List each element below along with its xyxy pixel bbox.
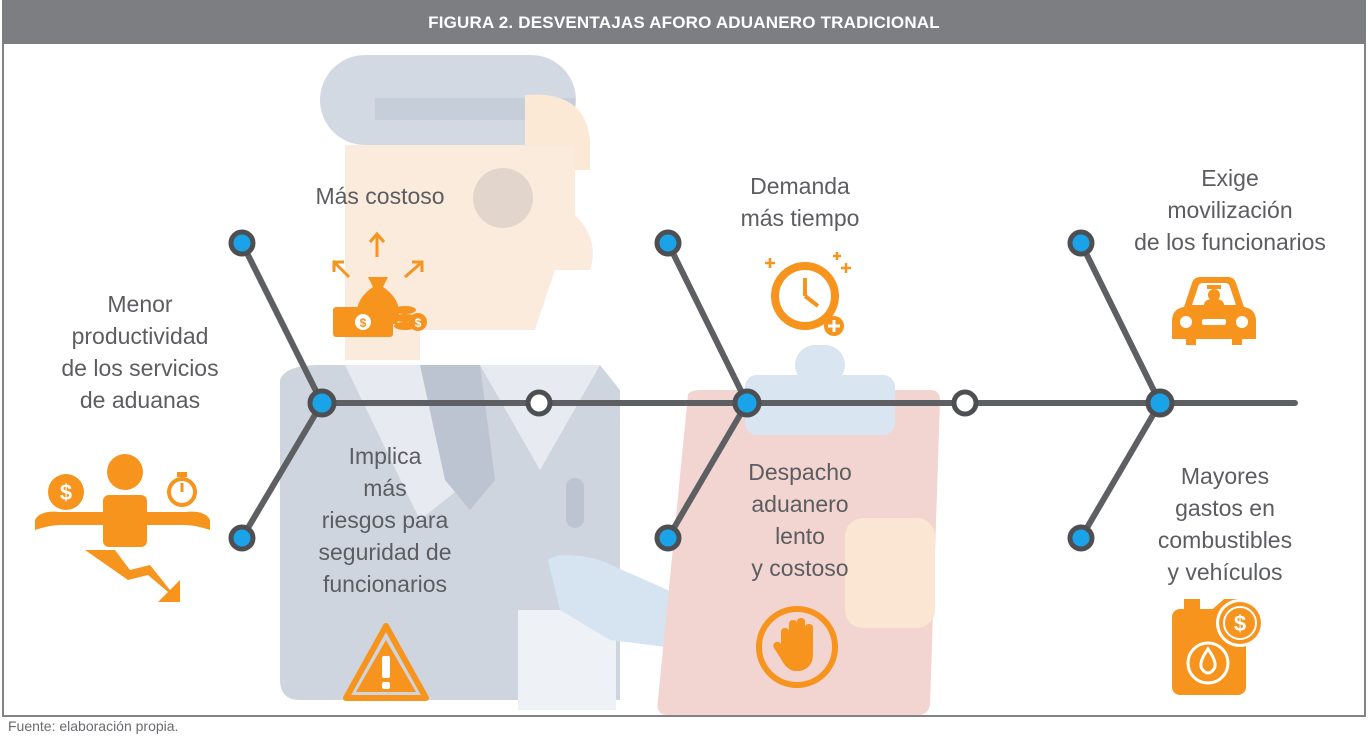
- node-lower-1: [228, 524, 256, 552]
- fishbone-nodes: [228, 229, 1175, 552]
- node-spine-3: [1145, 388, 1175, 418]
- label-mayores-gastos: Mayores gastos en combustibles y vehícul…: [1157, 463, 1293, 585]
- node-spine-open-1: [525, 389, 553, 417]
- officer-car-icon: [1172, 277, 1256, 345]
- node-upper-2: [654, 229, 682, 257]
- declining-productivity-icon: $: [35, 454, 210, 602]
- money-bag-cost-icon: $ $: [332, 232, 427, 337]
- svg-text:$: $: [360, 316, 367, 330]
- node-spine-2: [732, 388, 762, 418]
- node-lower-3: [1067, 524, 1095, 552]
- label-mas-costoso: Más costoso: [315, 183, 445, 209]
- stop-hand-icon: [756, 606, 838, 688]
- clock-plus-icon: [765, 252, 851, 336]
- figure-title: FIGURA 2. DESVENTAJAS AFORO ADUANERO TRA…: [2, 0, 1366, 44]
- label-menor-productividad: Menor productividad de los servicios de …: [61, 291, 219, 413]
- warning-triangle-icon: [343, 623, 429, 701]
- figure-frame: [2, 0, 1366, 717]
- svg-text:$: $: [1234, 611, 1246, 636]
- label-demanda-tiempo: Demanda más tiempo: [740, 173, 860, 231]
- source-note: Fuente: elaboración propia.: [8, 718, 179, 734]
- node-upper-3: [1067, 229, 1095, 257]
- svg-text:$: $: [415, 316, 422, 330]
- fuel-can-money-icon: $: [1172, 599, 1264, 695]
- svg-text:$: $: [60, 480, 72, 505]
- label-exige-movilizacion: Exige movilización de los funcionarios: [1134, 165, 1326, 255]
- node-upper-1: [228, 229, 256, 257]
- node-spine-1: [307, 388, 337, 418]
- label-implica-riesgos: Implica más riesgos para seguridad de fu…: [318, 443, 452, 597]
- node-spine-open-2: [951, 389, 979, 417]
- node-lower-2: [654, 524, 682, 552]
- officer-illustration: [280, 55, 690, 710]
- label-despacho-lento: Despacho aduanero lento y costoso: [748, 459, 852, 581]
- fishbone-lines: [239, 240, 1298, 541]
